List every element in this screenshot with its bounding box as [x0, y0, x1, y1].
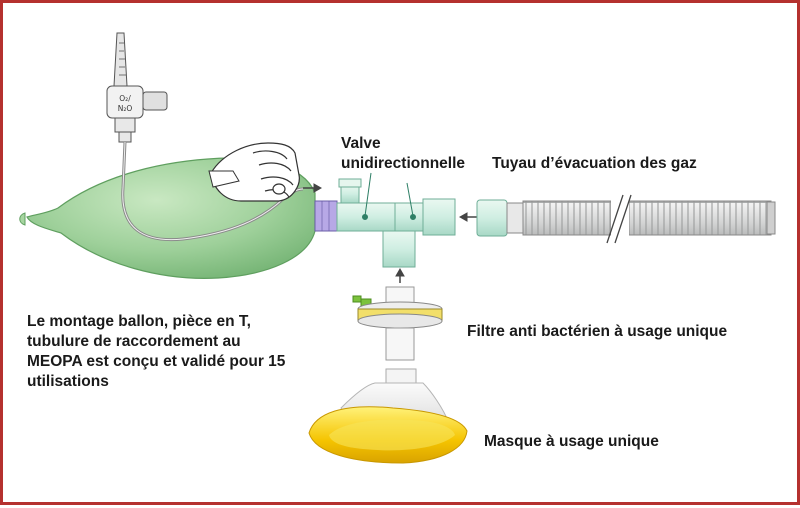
assembly-note-line-2: tubulure de raccordement au	[27, 333, 241, 350]
t-piece	[336, 178, 456, 268]
flow-arrows	[303, 183, 477, 283]
assembly-note-line-4: utilisations	[27, 373, 109, 390]
regulator-label-top: O₂/	[119, 94, 131, 103]
evacuation-tube	[476, 194, 776, 244]
valve-label-line-1: Valve	[341, 135, 381, 152]
assembly-note-line-1: Le montage ballon, pièce en T,	[27, 313, 251, 330]
assembly-note: Le montage ballon, pièce en T, tubulure …	[27, 312, 285, 392]
breathing-circuit-diagram: O₂/ N₂O	[19, 32, 776, 464]
regulator-label-bottom: N₂O	[118, 104, 133, 113]
mask-label: Masque à usage unique	[484, 433, 659, 450]
assembly-note-line-3: MEOPA est conçu et validé pour 15	[27, 353, 286, 370]
face-mask	[308, 368, 468, 464]
filter-label: Filtre anti bactérien à usage unique	[467, 323, 728, 340]
bag-connector	[314, 200, 338, 232]
evacuation-tube-label: Tuyau d’évacuation des gaz	[492, 155, 697, 172]
hand-illustration	[208, 142, 300, 202]
valve-leaders	[362, 172, 416, 220]
valve-label-line-2: unidirectionnelle	[341, 155, 466, 172]
antibacterial-filter	[352, 286, 443, 361]
valve-label: Valve unidirectionnelle	[341, 134, 465, 174]
flow-regulator: O₂/ N₂O	[106, 32, 168, 143]
